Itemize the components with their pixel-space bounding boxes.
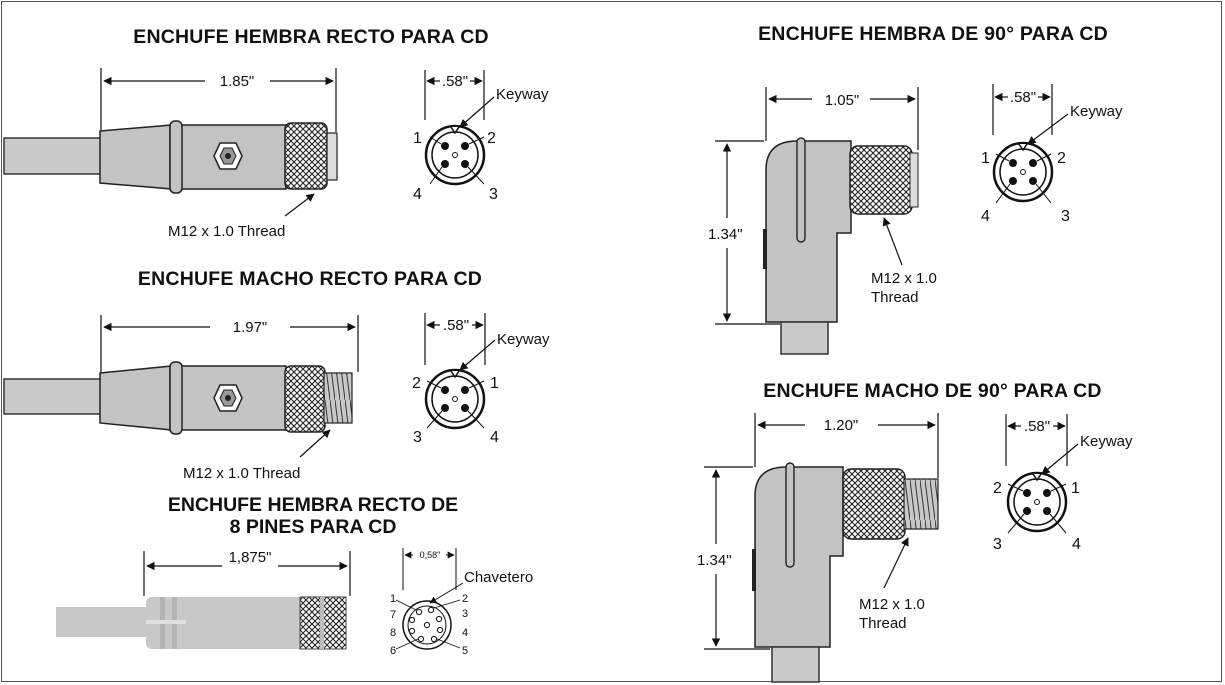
thread-label-line1: M12 x 1.0 <box>871 270 937 287</box>
dimension-length: 1.05" <box>825 92 860 109</box>
female-pin-face-1: .58" Keyway 1 2 4 3 <box>413 70 549 203</box>
connector-body <box>765 140 852 323</box>
thread-label-line2: Thread <box>859 615 907 632</box>
title-straight-female: ENCHUFE HEMBRA RECTO PARA CD <box>133 26 489 48</box>
dimension-length: 1,875" <box>229 549 272 566</box>
face-diameter: 0,58" <box>420 550 441 560</box>
keyway-label: Keyway <box>497 331 550 348</box>
male-pin-face-2: .58" Keyway 2 1 3 4 <box>993 414 1133 553</box>
eight-pin-face: 0,58" Chavetero 1 2 7 3 8 4 6 5 <box>390 548 533 657</box>
pin-label: 2 <box>462 593 468 605</box>
title-eight-pin-line1: ENCHUFE HEMBRA RECTO DE <box>167 494 459 516</box>
pin-label: 3 <box>413 429 422 446</box>
title-eight-pin: ENCHUFE HEMBRA RECTO DE 8 PINES PARA CD <box>118 494 508 538</box>
dimension-height: 1.34" <box>697 552 732 569</box>
eight-pin-connector: 1,875" <box>56 549 351 650</box>
right-angle-female-connector: 1.05" 1.34" M12 x 1.0 Thread <box>708 87 937 355</box>
connector-body <box>99 124 173 190</box>
connector-body <box>754 466 844 648</box>
pin-label: 4 <box>413 186 422 203</box>
cable <box>780 321 829 355</box>
cable <box>771 646 820 683</box>
connector-face-ring <box>326 132 338 181</box>
knurled-nut <box>284 365 326 433</box>
thread-label-line1: M12 x 1.0 <box>859 596 925 613</box>
title-eight-pin-line2: 8 PINES PARA CD <box>229 516 397 538</box>
dimension-length: 1.20" <box>824 417 859 434</box>
cable <box>3 378 105 415</box>
keyway-label: Keyway <box>1070 103 1123 120</box>
face-diameter: .58" <box>442 73 468 90</box>
pin-label: 4 <box>490 429 499 446</box>
thread-label: M12 x 1.0 Thread <box>183 465 300 482</box>
connector-body <box>146 597 306 649</box>
pin-label: 1 <box>490 375 499 392</box>
straight-female-connector: 1.85" M12 x 1.0 Thread <box>3 68 338 240</box>
cable <box>3 137 105 175</box>
knurled-nut <box>842 468 906 540</box>
face-diameter: .58" <box>1010 89 1036 106</box>
right-angle-male-connector: 1.20" 1.34" M12 x 1.0 Thread <box>697 413 939 683</box>
pin-label: 8 <box>390 627 396 639</box>
pin-label: 6 <box>390 645 396 657</box>
pin-label: 1 <box>1071 480 1080 497</box>
male-pin-face-1: .58" Keyway 2 1 3 4 <box>412 313 550 446</box>
title-right-female: ENCHUFE HEMBRA DE 90° PARA CD <box>758 23 1108 45</box>
threaded-tip <box>903 478 939 530</box>
dimension-height: 1.34" <box>708 226 743 243</box>
threaded-tip <box>323 372 353 424</box>
dimension-length: 1.97" <box>233 319 268 336</box>
pin-label: 5 <box>462 645 468 657</box>
keyway-label: Keyway <box>496 86 549 103</box>
title-straight-male: ENCHUFE MACHO RECTO PARA CD <box>137 268 483 290</box>
knurled-nut <box>284 122 328 190</box>
pin-label: 3 <box>462 608 468 620</box>
connector-ring <box>169 120 183 194</box>
cable <box>56 607 148 637</box>
pin-label: 4 <box>462 627 468 639</box>
pin-label: 1 <box>981 150 990 167</box>
connector-body <box>99 365 173 431</box>
female-pin-face-2: .58" Keyway 1 2 4 3 <box>981 84 1123 225</box>
pin-label: 4 <box>1072 536 1081 553</box>
thread-label: M12 x 1.0 Thread <box>168 223 285 240</box>
connector-ring <box>169 361 183 435</box>
pin-label: 2 <box>412 375 421 392</box>
thread-label-line2: Thread <box>871 289 919 306</box>
pin-label: 3 <box>489 186 498 203</box>
knurled-nut <box>849 145 913 215</box>
face-diameter: .58" <box>443 317 469 334</box>
keyway-label: Keyway <box>1080 433 1133 450</box>
pin-label: 7 <box>390 609 396 621</box>
pin-label: 2 <box>993 480 1002 497</box>
pin-label: 2 <box>1057 150 1066 167</box>
straight-male-connector: 1.97" M12 x 1.0 Thread <box>3 315 359 482</box>
pin-label: 1 <box>390 593 396 605</box>
dimension-length: 1.85" <box>220 73 255 90</box>
pin-label: 2 <box>487 130 496 147</box>
pin-label: 3 <box>1061 208 1070 225</box>
face-diameter: .58" <box>1024 418 1050 435</box>
title-right-male: ENCHUFE MACHO DE 90° PARA CD <box>763 380 1102 402</box>
pin-label: 4 <box>981 208 990 225</box>
chavetero-label: Chavetero <box>464 569 533 586</box>
pin-label: 1 <box>413 130 422 147</box>
pin-label: 3 <box>993 536 1002 553</box>
